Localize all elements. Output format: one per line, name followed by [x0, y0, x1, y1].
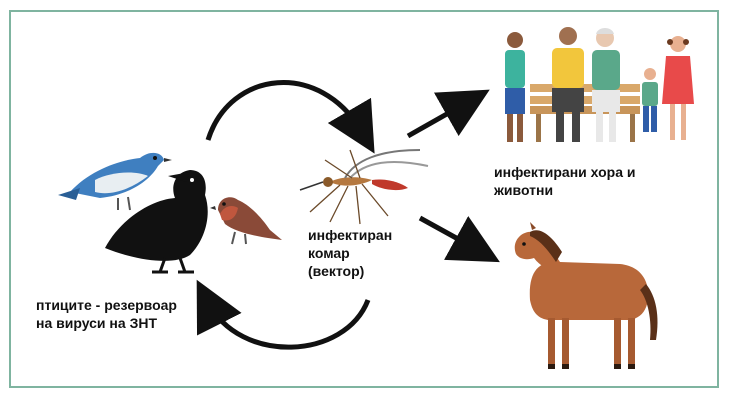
- crow-icon: [105, 170, 208, 274]
- blue-bird-icon: [58, 152, 172, 211]
- arrow-mosquito-to-humans: [406, 89, 490, 139]
- humans-label-line-2: животни: [494, 182, 554, 198]
- mosquito-icon: [299, 149, 429, 225]
- sparrow-icon: [210, 197, 282, 245]
- arrow-birds-to-mosquito: [205, 80, 375, 154]
- humans-label-line-1: инфектирани хора и: [494, 164, 636, 180]
- infected-humans-animals-label: инфектирани хора и животни: [494, 163, 636, 199]
- mosquito-label-line-3: (вектор): [308, 263, 365, 279]
- mosquito-label-line-2: комар: [308, 245, 350, 261]
- arrow-mosquito-to-horse: [418, 215, 500, 263]
- horse-icon: [514, 222, 658, 369]
- mosquito-label-line-1: инфектиран: [308, 227, 393, 243]
- birds-label-line-2: на вируси на ЗНТ: [36, 315, 157, 331]
- arrow-mosquito-to-birds: [196, 279, 371, 350]
- family-on-bench-icon: [505, 27, 694, 142]
- birds-label-line-1: птиците - резервоар: [36, 297, 177, 313]
- birds-reservoir-label: птиците - резервоар на вируси на ЗНТ: [36, 296, 177, 332]
- mosquito-vector-label: инфектиран комар (вектор): [308, 226, 392, 280]
